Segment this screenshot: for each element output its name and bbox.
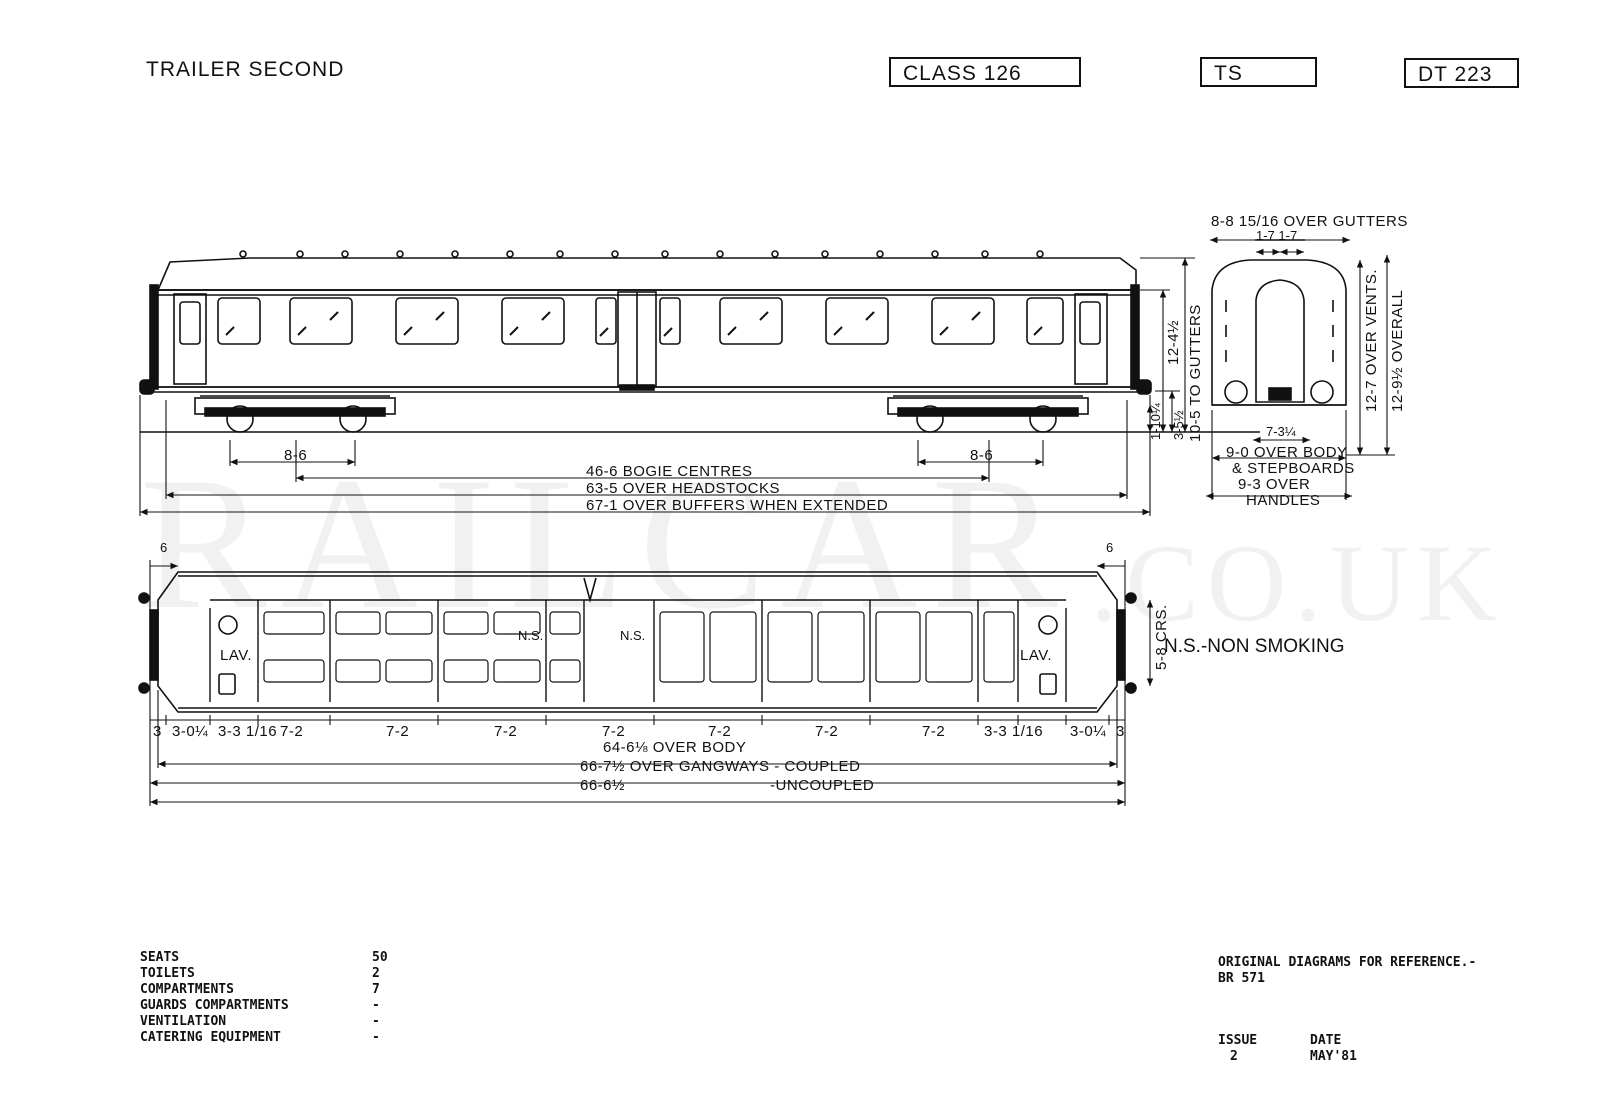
end-dimension-lines	[1206, 236, 1395, 500]
side-windows	[179, 297, 1101, 345]
plan-dim-5: 7-2	[494, 723, 517, 740]
plan-dim-0: 3	[153, 723, 162, 740]
crs-label: 5-8 CRS.	[1153, 604, 1170, 670]
plan-view	[138, 571, 1137, 713]
bogie-centres-label: 46-6 BOGIE CENTRES	[586, 463, 753, 480]
class-box: CLASS 126	[889, 57, 1081, 87]
non-smoking-label-1: N.S.	[518, 628, 543, 643]
overall-height-label: 12-9½ OVERALL	[1389, 290, 1406, 412]
end-handles-label: HANDLES	[1246, 492, 1320, 509]
bogie-wheelbase-right-label: 8-6	[970, 447, 993, 464]
over-vents-label: 12-7 OVER VENTS.	[1363, 269, 1380, 412]
over-buffers-label: 67-1 OVER BUFFERS WHEN EXTENDED	[586, 497, 888, 514]
watermark-suffix: .CO.UK	[1090, 522, 1505, 644]
reference-line-1: ORIGINAL DIAGRAMS FOR REFERENCE.-	[1218, 955, 1477, 970]
spec-row: TOILETS 2	[140, 966, 388, 982]
reference-note: ORIGINAL DIAGRAMS FOR REFERENCE.- BR 571	[1218, 955, 1476, 987]
bogie-wheelbase-left-label: 8-6	[284, 447, 307, 464]
spec-value: -	[372, 998, 380, 1013]
side-dimension-lines	[139, 257, 1195, 516]
plan-dim-11: 3-0¼	[1070, 723, 1106, 740]
spec-row: COMPARTMENTS 7	[140, 982, 388, 998]
reference-line-2: BR 571	[1218, 971, 1265, 986]
spec-label: GUARDS COMPARTMENTS	[140, 998, 289, 1013]
plan-dim-3: 7-2	[280, 723, 303, 740]
spec-row: CATERING EQUIPMENT -	[140, 1030, 388, 1046]
plan-over-body-label: 64-6⅛ OVER BODY	[603, 739, 746, 756]
plan-dimension-lines	[149, 560, 1154, 806]
plan-dim-10: 3-3 1/16	[984, 723, 1043, 740]
spec-value: -	[372, 1014, 380, 1029]
spec-label: SEATS	[140, 950, 180, 965]
plan-dim-6: 7-2	[602, 723, 625, 740]
date-value: MAY'81	[1310, 1049, 1357, 1064]
bogie-right	[887, 395, 1089, 433]
spec-value: 50	[372, 950, 388, 965]
end-over-handles-label: 9-3 OVER	[1238, 476, 1310, 493]
watermark: RAILCAR	[140, 439, 1072, 649]
height-gutters-label: 10-5 TO GUTTERS	[1187, 304, 1204, 442]
side-elevation	[139, 250, 1260, 433]
over-headstocks-label: 63-5 OVER HEADSTOCKS	[586, 480, 780, 497]
plan-dim-2: 3-3 1/16	[218, 723, 277, 740]
plan-dim-4: 7-2	[386, 723, 409, 740]
plan-end-offset-left: 6	[160, 540, 167, 555]
non-smoking-legend: N.S.-NON SMOKING	[1164, 636, 1345, 657]
plan-over-gangways-label: 66-7½ OVER GANGWAYS - COUPLED	[580, 758, 860, 775]
spec-label: CATERING EQUIPMENT	[140, 1030, 281, 1045]
plan-uncoupled-label: -UNCOUPLED	[770, 777, 874, 794]
bogie-left	[194, 395, 396, 433]
plan-dim-8: 7-2	[815, 723, 838, 740]
plan-dim-7: 7-2	[708, 723, 731, 740]
roof-vents	[239, 250, 1044, 258]
spec-row: VENTILATION -	[140, 1014, 388, 1030]
diagram-number-box: DT 223	[1404, 58, 1519, 88]
spec-row: SEATS 50	[140, 950, 388, 966]
end-bogie-width-label: 7-3¼	[1266, 424, 1296, 439]
end-elevation	[1211, 239, 1347, 406]
spec-value: 2	[372, 966, 380, 981]
lav-left-label: LAV.	[220, 647, 252, 664]
height-buffer-label: 1-10¼	[1148, 403, 1163, 440]
spec-label: TOILETS	[140, 966, 195, 981]
lav-right-label: LAV.	[1020, 647, 1052, 664]
seat-layout	[263, 611, 1015, 683]
issue-value: 2	[1230, 1049, 1238, 1064]
plan-dim-12: 3	[1116, 723, 1125, 740]
type-box: TS	[1200, 57, 1317, 87]
non-smoking-label-2: N.S.	[620, 628, 645, 643]
plan-uncoupled-value: 66-6½	[580, 777, 625, 794]
height-body-label: 12-4½	[1165, 320, 1182, 365]
spec-label: VENTILATION	[140, 1014, 227, 1029]
issue-label: ISSUE	[1218, 1033, 1258, 1048]
plan-dim-9: 7-2	[922, 723, 945, 740]
end-stepboards-label: & STEPBOARDS	[1232, 460, 1355, 477]
gutter-split-label: 1-7 1-7	[1256, 228, 1297, 243]
plan-dim-1: 3-0¼	[172, 723, 208, 740]
date-label: DATE	[1310, 1033, 1342, 1048]
spec-label: COMPARTMENTS	[140, 982, 234, 997]
height-floor-label: 3-5½	[1171, 410, 1186, 440]
spec-value: 7	[372, 982, 380, 997]
plan-end-offset-right: 6	[1106, 540, 1113, 555]
drawing-title: TRAILER SECOND	[146, 58, 345, 81]
spec-row: GUARDS COMPARTMENTS -	[140, 998, 388, 1014]
issue-block: ISSUE DATE 2 MAY'81	[1218, 1033, 1357, 1065]
spec-value: -	[372, 1030, 380, 1045]
over-gutters-label: 8-8 15/16 OVER GUTTERS	[1211, 213, 1408, 230]
end-over-body-label: 9-0 OVER BODY	[1226, 444, 1348, 461]
